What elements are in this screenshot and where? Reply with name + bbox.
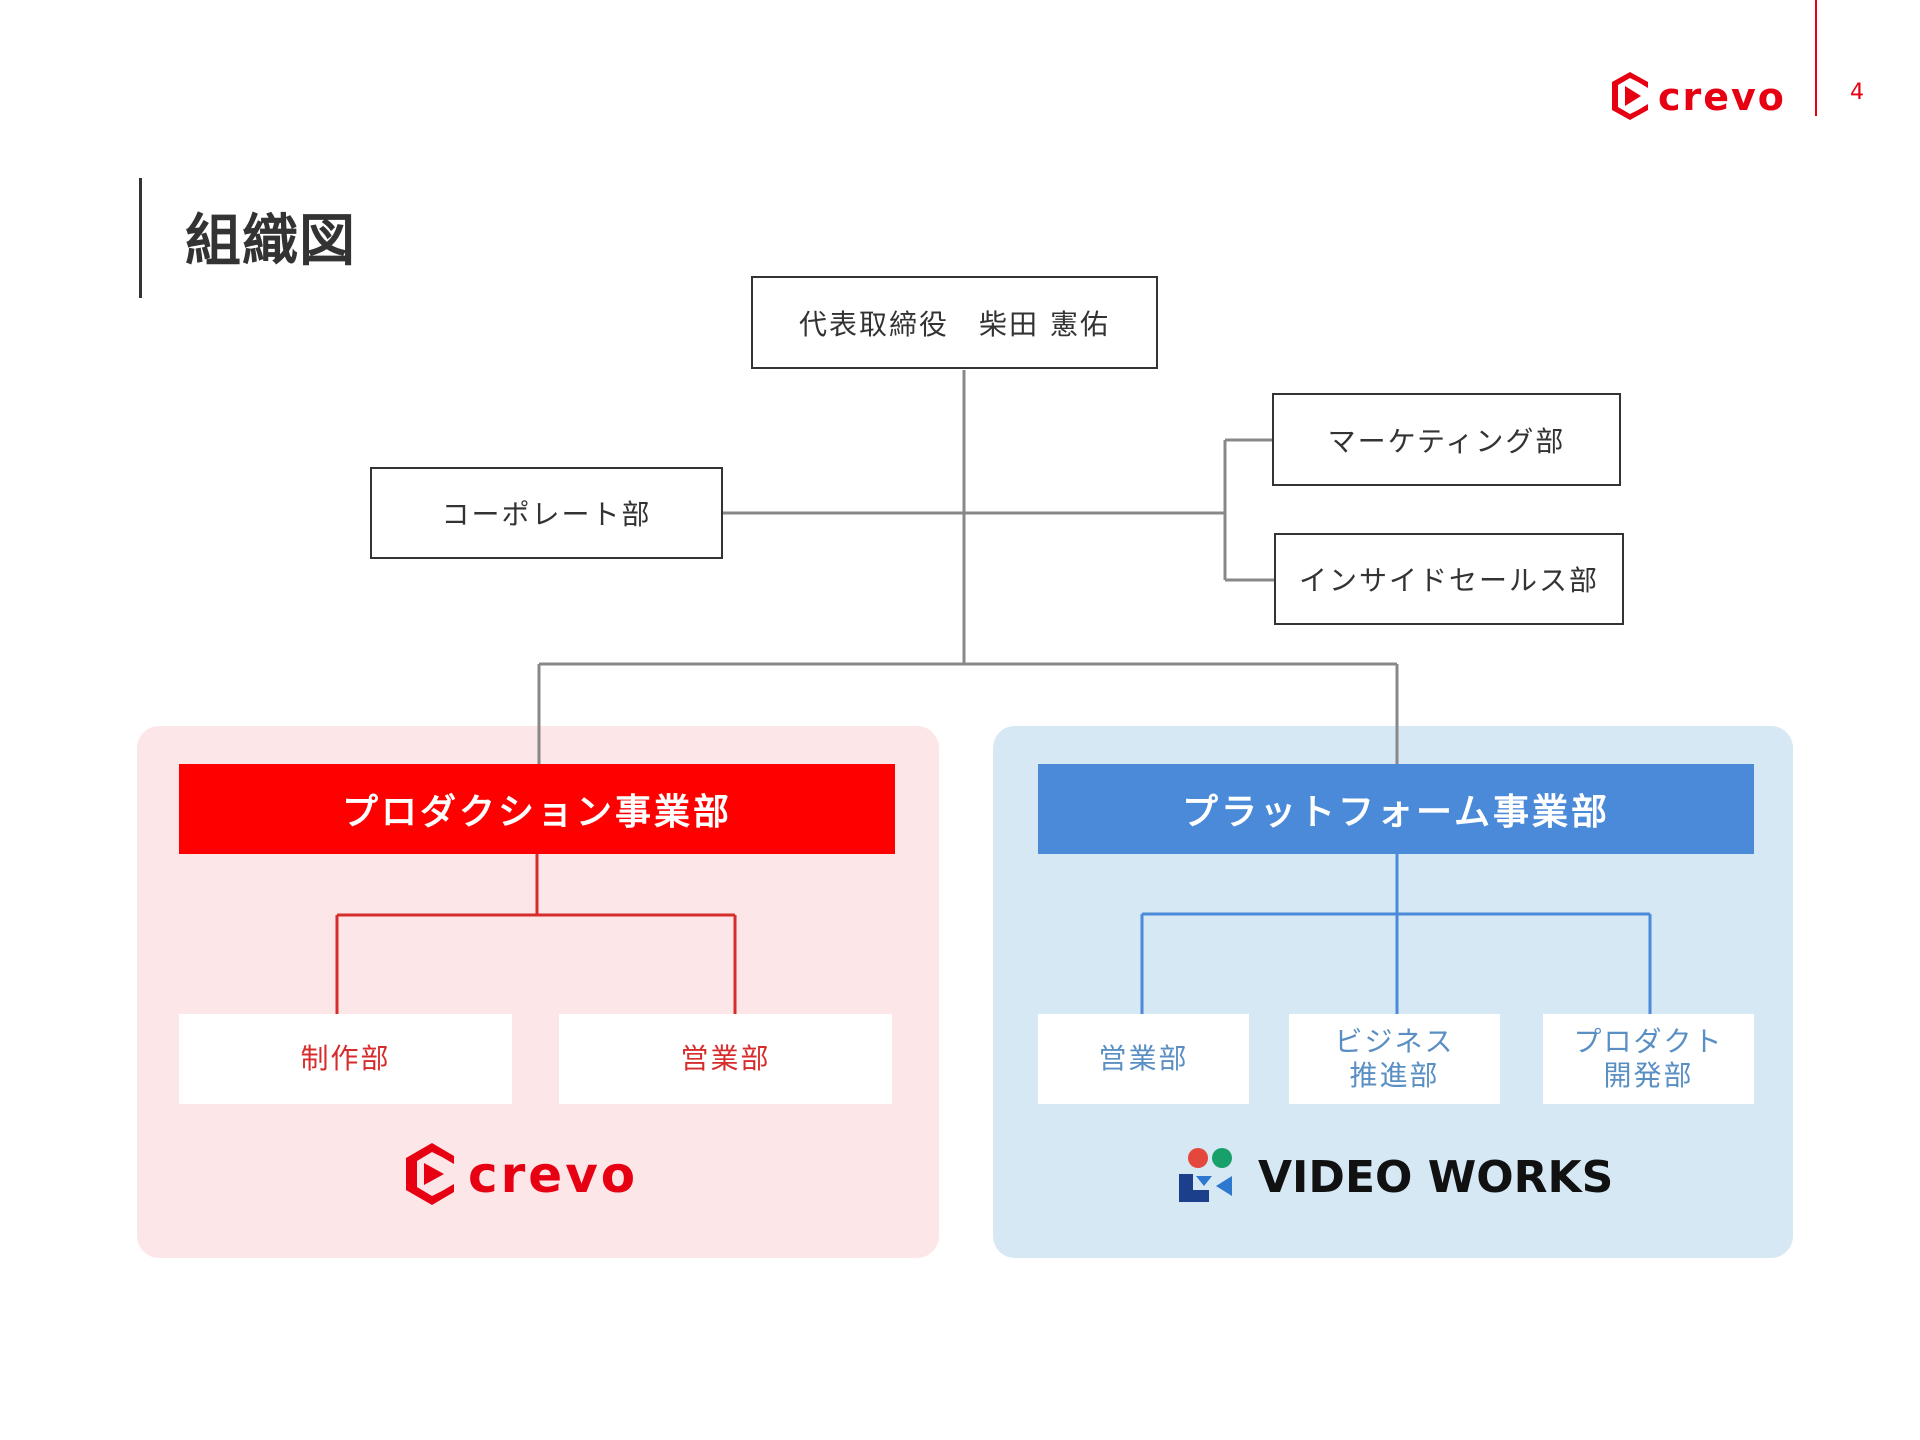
- crevo-logo-text: crevo: [1658, 75, 1786, 119]
- production-dept-eigyo: 営業部: [559, 1014, 892, 1104]
- page-number: 4: [1850, 80, 1864, 105]
- inside-sales-box: インサイドセールス部: [1274, 533, 1624, 625]
- corporate-box: コーポレート部: [370, 467, 723, 559]
- title-accent-bar: [139, 178, 142, 298]
- production-brand-text: crevo: [468, 1146, 638, 1204]
- production-dept-seisaku: 制作部: [179, 1014, 512, 1104]
- page-divider: [1815, 0, 1817, 116]
- videoworks-brand-text: VIDEO WORKS: [1258, 1152, 1613, 1203]
- videoworks-logo: VIDEO WORKS: [1179, 1148, 1613, 1203]
- marketing-box: マーケティング部: [1272, 393, 1621, 486]
- platform-division-header: プラットフォーム事業部: [1038, 764, 1754, 854]
- ceo-box: 代表取締役 柴田 憲佑: [751, 276, 1158, 369]
- page-title: 組織図: [185, 209, 356, 274]
- platform-dept-business: ビジネス 推進部: [1289, 1014, 1500, 1104]
- platform-dept-product: プロダクト 開発部: [1543, 1014, 1754, 1104]
- production-division-header: プロダクション事業部: [179, 764, 895, 854]
- production-crevo-logo: crevo: [406, 1143, 638, 1205]
- platform-dept-eigyo: 営業部: [1038, 1014, 1249, 1104]
- crevo-logo: crevo: [1612, 72, 1786, 120]
